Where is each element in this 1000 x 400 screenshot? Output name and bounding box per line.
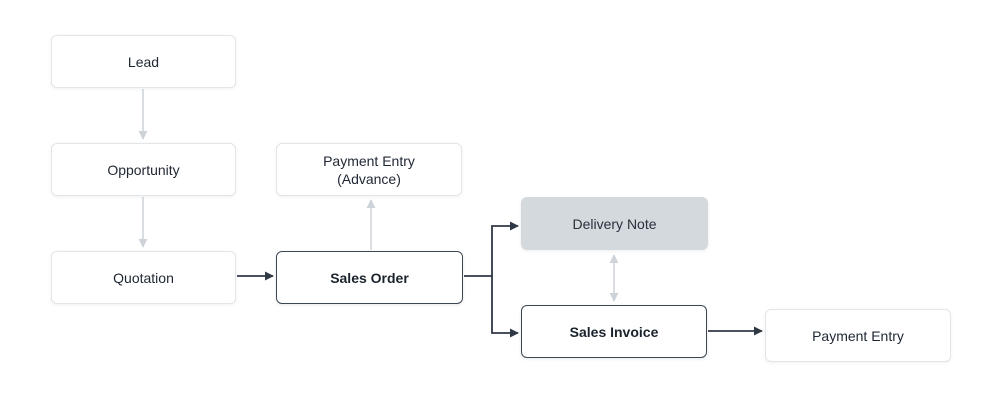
node-sales-invoice-label: Sales Invoice bbox=[569, 323, 659, 340]
node-sales-order-label: Sales Order bbox=[330, 269, 409, 286]
connector-salesorder-invoice bbox=[491, 276, 519, 338]
node-lead-label: Lead bbox=[127, 53, 160, 70]
node-opportunity-label: Opportunity bbox=[107, 161, 180, 178]
node-quotation-label: Quotation bbox=[113, 269, 174, 286]
node-payment-entry[interactable]: Payment Entry bbox=[765, 309, 951, 362]
node-delivery-note-label: Delivery Note bbox=[572, 215, 657, 232]
node-delivery-note[interactable]: Delivery Note bbox=[521, 197, 708, 250]
node-lead[interactable]: Lead bbox=[51, 35, 236, 88]
connector-salesorder-delivery bbox=[464, 221, 519, 277]
node-payment-entry-advance-label: Payment Entry (Advance) bbox=[323, 152, 415, 187]
node-sales-invoice[interactable]: Sales Invoice bbox=[521, 305, 707, 358]
node-payment-entry-advance[interactable]: Payment Entry (Advance) bbox=[276, 143, 462, 196]
node-opportunity[interactable]: Opportunity bbox=[51, 143, 236, 196]
node-sales-order[interactable]: Sales Order bbox=[276, 251, 463, 304]
node-quotation[interactable]: Quotation bbox=[51, 251, 236, 304]
node-payment-entry-label: Payment Entry bbox=[812, 327, 904, 344]
